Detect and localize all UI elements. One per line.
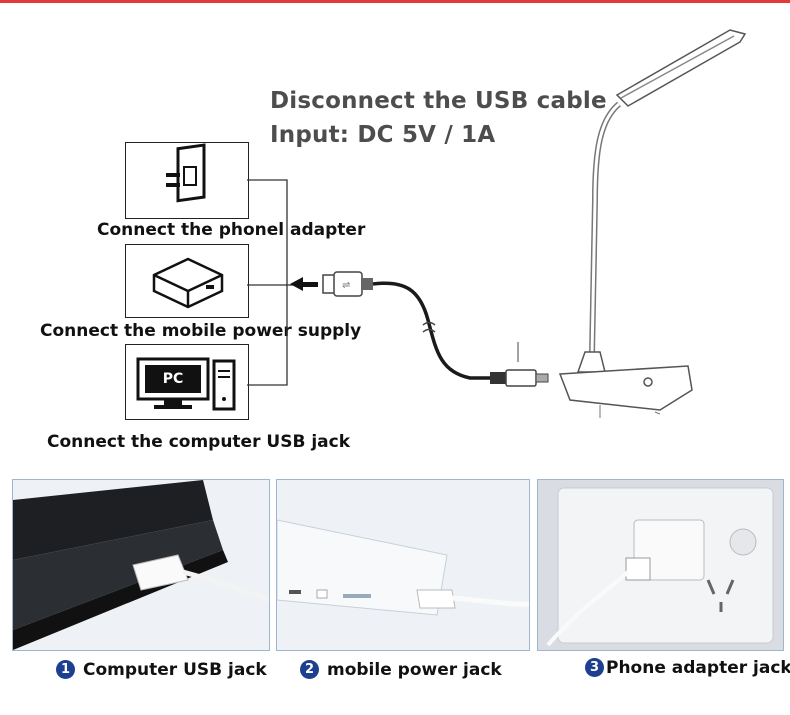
svg-text:⇌: ⇌ — [342, 280, 350, 291]
phone-adapter-box — [125, 142, 249, 219]
arrow-left-icon — [290, 277, 318, 291]
caption-mobile-power: 2 mobile power jack — [300, 660, 502, 680]
badge-number-1: 1 — [56, 660, 75, 679]
caption-text-1: Computer USB jack — [83, 660, 267, 680]
computer-box: PC — [125, 344, 249, 420]
caption-text-2: mobile power jack — [327, 660, 502, 680]
usb-plug-icon: ⇌ — [322, 271, 373, 297]
caption-computer-usb: 1 Computer USB jack — [56, 660, 267, 680]
headline-disconnect: Disconnect the USB cable — [270, 88, 607, 114]
dc-plug-icon — [490, 369, 549, 387]
photo-phone-adapter — [537, 479, 784, 651]
photo-mobile-power — [276, 479, 530, 651]
top-accent-line — [0, 0, 790, 3]
desk-lamp-icon — [558, 29, 747, 411]
cable-diagram: ⇌ — [247, 29, 747, 418]
laptop-usb-photo-icon — [13, 480, 269, 650]
pc-screen-label: PC — [162, 371, 184, 387]
phone-adapter-icon — [166, 143, 206, 203]
connector-bracket — [247, 179, 294, 386]
badge-number-3: 3 — [585, 658, 604, 677]
headline-input-spec: Input: DC 5V / 1A — [270, 122, 496, 148]
caption-text-3: Phone adapter jack — [606, 658, 790, 678]
power-bank-icon — [152, 257, 224, 309]
power-bank-photo-icon — [277, 480, 529, 650]
option-label-mobile-power: Connect the mobile power supply — [40, 321, 362, 341]
option-label-computer-usb: Connect the computer USB jack — [47, 432, 350, 452]
computer-icon — [136, 357, 236, 411]
power-bank-box — [125, 244, 249, 318]
badge-number-2: 2 — [300, 660, 319, 679]
wall-socket-photo-icon — [538, 480, 783, 650]
photo-computer-usb — [12, 479, 270, 651]
option-label-phone-adapter: Connect the phonel adapter — [97, 220, 366, 240]
usb-cable — [372, 281, 492, 380]
